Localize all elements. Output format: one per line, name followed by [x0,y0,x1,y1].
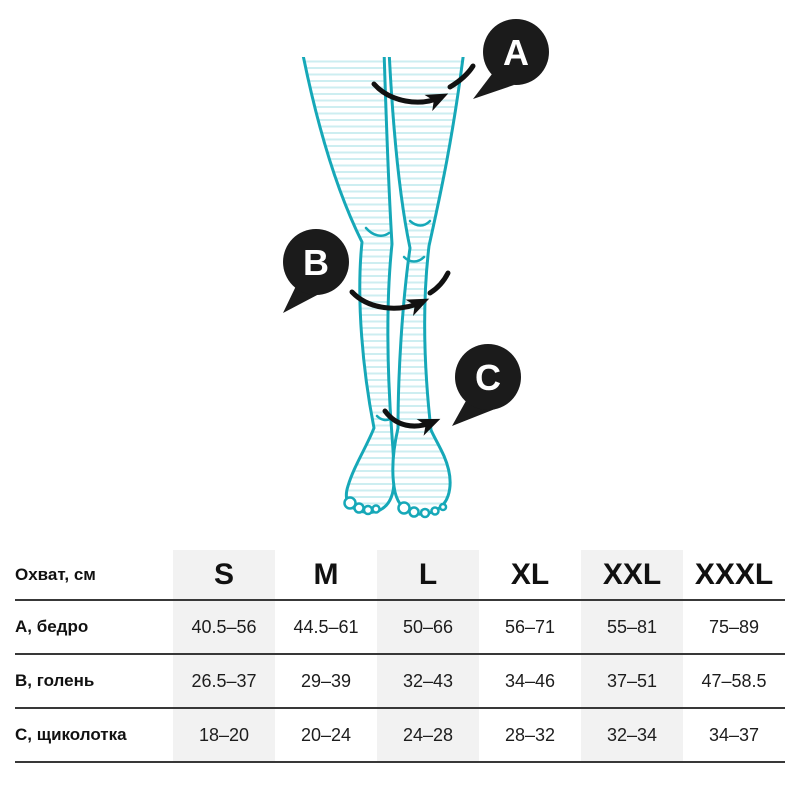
value-ankle-xxl: 32–34 [606,724,658,745]
badge-b-circle [283,229,349,295]
toe [419,507,431,519]
leg-detail-lines [364,219,432,422]
measure-unit-label: Охват, см [15,564,96,584]
toe [397,501,411,515]
value-calf-xxxl: 47–58.5 [701,670,767,691]
toe [438,502,448,512]
badge-b: B [283,229,349,313]
value-calf-xl: 34–46 [504,670,556,691]
size-header-l: L [418,557,438,591]
table-header-row: Охват, см S M L XL XXL XXXL [15,550,785,600]
size-header-xl: XL [510,557,550,591]
value-thigh-xxxl: 75–89 [708,616,760,637]
toe [353,502,365,514]
value-calf-s: 26.5–37 [191,670,257,691]
thigh-measure-arrow [371,81,449,112]
size-header-m: M [313,557,339,591]
table-row-calf: B, голень 26.5–37 29–39 32–43 34–46 37–5… [15,654,785,708]
toe [430,506,440,516]
knee-line [408,219,432,227]
value-ankle-s: 18–20 [198,724,250,745]
toe [408,506,420,518]
measure-badges: A B C [283,19,549,426]
measure-arrows [349,63,476,436]
calf-measure-arrow [349,289,430,317]
value-calf-xxl: 37–51 [606,670,658,691]
ankle-measure-arrow [382,408,441,436]
size-header-xxl: XXL [602,557,662,591]
badge-c-circle [455,344,521,410]
value-thigh-s: 40.5–56 [191,616,257,637]
knee-line [402,255,426,263]
toe [362,504,374,516]
value-calf-l: 32–43 [402,670,454,691]
badge-c-label: C [475,357,501,398]
badge-c: C [452,344,521,426]
badge-a: A [473,19,549,99]
value-ankle-xxxl: 34–37 [708,724,760,745]
calf-measure-arrow-tail [427,270,451,296]
value-ankle-xl: 28–32 [504,724,556,745]
table-row-thigh: A, бедро 40.5–56 44.5–61 50–66 56–71 55–… [15,600,785,654]
value-ankle-l: 24–28 [402,724,454,745]
front-leg [387,57,465,516]
row-label-ankle: C, щиколотка [15,725,127,744]
value-thigh-l: 50–66 [402,616,454,637]
row-label-thigh: A, бедро [15,617,89,636]
toe [371,504,381,514]
value-calf-m: 29–39 [300,670,352,691]
table-row-ankle: C, щиколотка 18–20 20–24 24–28 28–32 32–… [15,708,785,762]
row-label-calf: B, голень [15,671,95,690]
leg-measurement-diagram: A B C [283,19,549,519]
toes [343,496,448,519]
knee-line [364,226,391,237]
value-thigh-xl: 56–71 [504,616,556,637]
size-header-xxxl: XXXL [694,557,774,591]
toe [343,496,357,510]
badge-b-label: B [303,242,329,283]
thigh-measure-arrow-tail [447,63,476,90]
size-header-s: S [213,557,234,591]
ankle-line [375,414,392,422]
badge-a-circle [483,19,549,85]
value-thigh-m: 44.5–61 [293,616,359,637]
badge-a-label: A [503,32,529,73]
value-ankle-m: 20–24 [300,724,352,745]
value-thigh-xxl: 55–81 [606,616,658,637]
size-table: Охват, см S M L XL XXL XXXL A, бедро 40.… [15,550,785,763]
